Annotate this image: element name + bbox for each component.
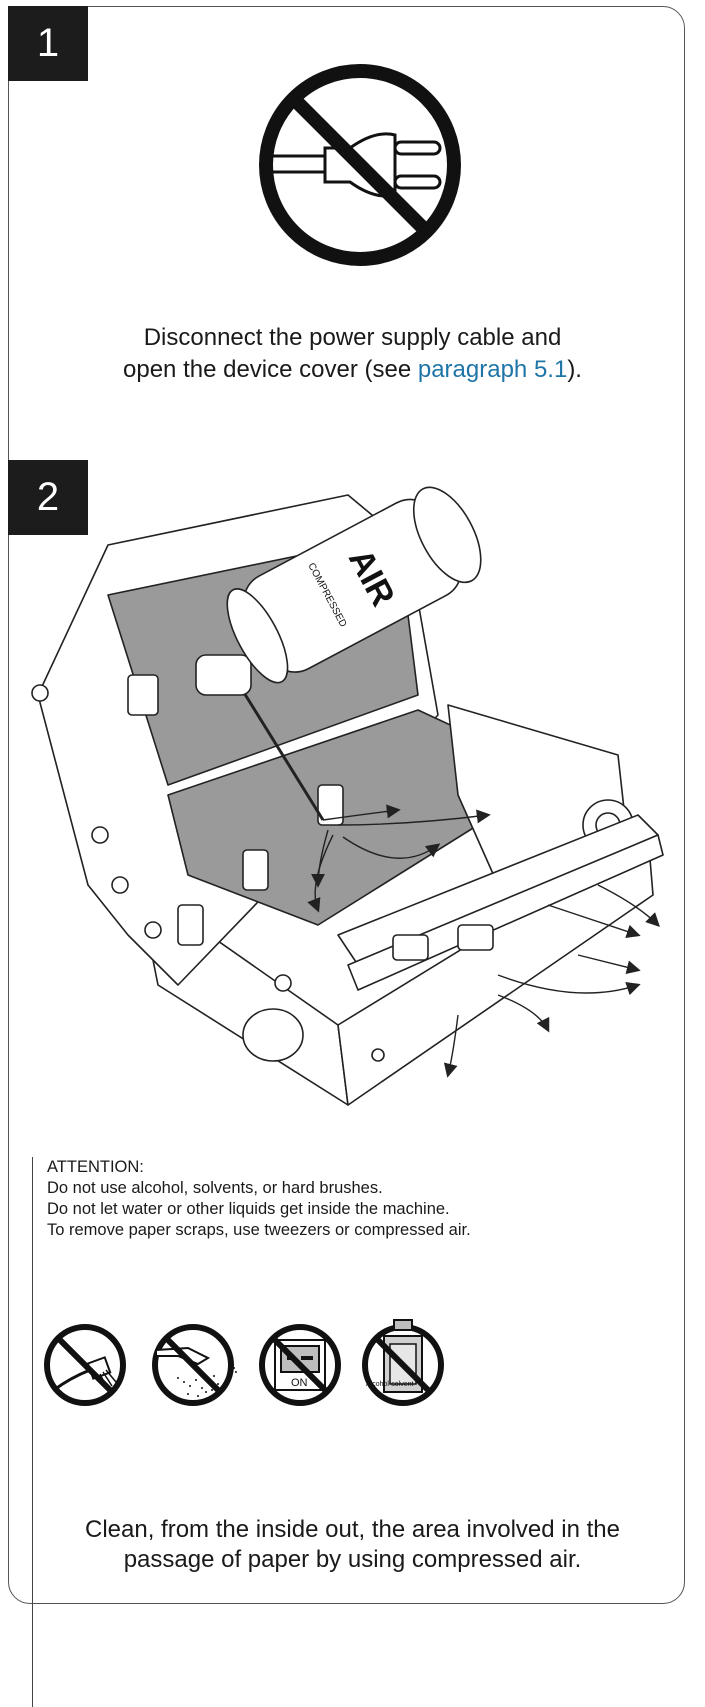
step-2-number: 2 (36, 475, 60, 519)
no-water-icon (152, 1324, 237, 1406)
step-1-badge: 1 (8, 6, 88, 81)
attention-box: ATTENTION: Do not use alcohol, solvents,… (32, 1157, 652, 1707)
step-2-caption: Clean, from the inside out, the area inv… (0, 1515, 705, 1575)
step-2-badge: 2 (8, 460, 88, 535)
no-alcohol-solvent-icon: Alcohol-solvent (362, 1319, 444, 1406)
attention-line: Do not use alcohol, solvents, or hard br… (47, 1179, 383, 1197)
attention-line: To remove paper scraps, use tweezers or … (47, 1221, 471, 1239)
step-1-caption-line1: Disconnect the power supply cable and (143, 324, 562, 351)
step-2-caption-line2: passage of paper by using compressed air… (123, 1546, 582, 1573)
step-1-caption-end: ). (567, 356, 582, 383)
no-power-plug-icon (259, 64, 461, 266)
printer-cleaning-illustration: AIR COMPRESSED (31, 486, 664, 1106)
attention-line: Do not let water or other liquids get in… (47, 1200, 450, 1218)
switch-on-label: ON (291, 1377, 308, 1389)
no-brush-icon (44, 1324, 126, 1406)
step-2-caption-line1: Clean, from the inside out, the area inv… (85, 1516, 620, 1543)
step-1-caption-text: open the device cover (see (123, 356, 418, 383)
alcohol-solvent-label: Alcohol-solvent (366, 1381, 414, 1388)
page-frame (8, 6, 685, 1604)
no-power-on-icon: ON (259, 1324, 341, 1406)
attention-title: ATTENTION: (47, 1158, 144, 1176)
paragraph-link[interactable]: paragraph 5.1 (417, 356, 568, 383)
step-1-caption-line2: open the device cover (see paragraph 5.1… (0, 354, 705, 386)
step-1-number: 1 (36, 21, 60, 65)
step-1-caption: Disconnect the power supply cable and op… (0, 322, 705, 386)
